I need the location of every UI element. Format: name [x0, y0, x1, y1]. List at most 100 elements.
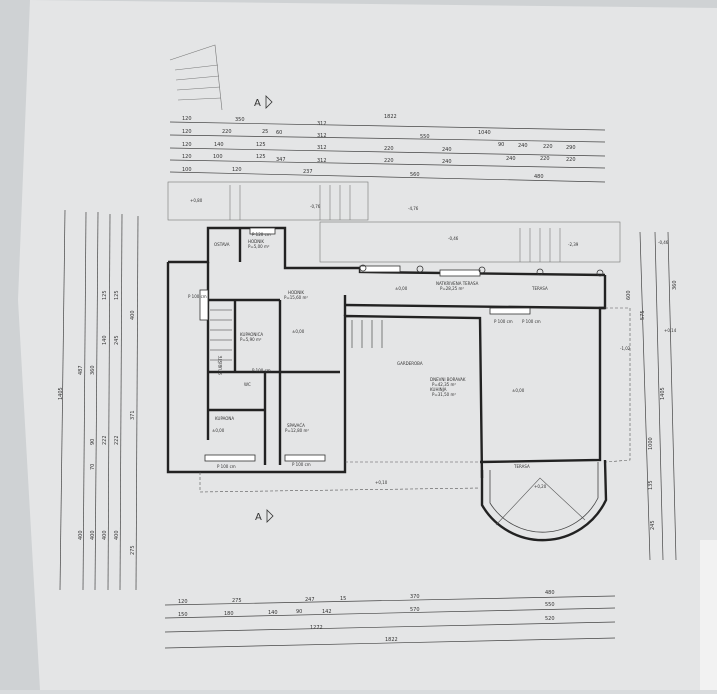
section-marker-bottom: A: [255, 509, 274, 523]
window-label-1: P 100 cm: [292, 462, 311, 467]
bottom-dim-r3-1: 520: [545, 616, 555, 622]
top-dim-r2-3: 60: [276, 130, 282, 136]
top-dim-r4-5: 220: [384, 158, 394, 164]
level-9: ±0,00: [212, 428, 225, 433]
room-terasa-covered-area: P=28,25 m²: [440, 286, 464, 291]
level-4: -2,39: [568, 242, 579, 247]
bottom-dim-r3-0: 1272: [310, 625, 323, 631]
level-11: +0,20: [534, 484, 547, 489]
left-dimension-lines: [59, 209, 139, 591]
bottom-dim-r2-5: 570: [410, 607, 420, 613]
right-dim-c2-0: 600: [626, 290, 632, 300]
bottom-dim-r1-3: 15: [340, 596, 346, 602]
level-12: +0,14: [664, 328, 677, 333]
room-stubiste-name: STUBIŠTE: [218, 355, 223, 375]
top-dim-r2-1: 220: [222, 129, 232, 135]
top-dim-r3-6: 90: [498, 142, 504, 148]
room-kupaona-name: KUPAONA: [215, 416, 234, 421]
room-terasa-covered-name: NATKRIVENA TERASA: [436, 281, 479, 286]
section-label-top: A: [254, 98, 261, 109]
bottom-dim-r1-2: 247: [305, 597, 315, 603]
top-dim-r4-7: 240: [506, 156, 516, 162]
left-dim-c1-0: 1405: [58, 387, 64, 400]
level-1: -0,76: [310, 204, 321, 209]
left-dim-c6-1: 371: [130, 410, 136, 420]
left-dim-c4-1: 140: [102, 335, 108, 345]
room-ostava-name: OSTAVA: [214, 242, 230, 247]
top-dim-r4-3: 347: [276, 157, 286, 163]
window-label-0: P 100 cm: [217, 464, 236, 469]
interior-stair: [210, 309, 383, 361]
bottom-dim-r2-4: 142: [322, 609, 332, 615]
columns: [359, 264, 604, 277]
window-label-3: P 100 cm: [522, 319, 541, 324]
top-dim-r4-6: 240: [442, 159, 452, 165]
top-dim-r5-1: 120: [232, 167, 242, 173]
level-3: -0,46: [448, 236, 459, 241]
left-dim-c4-2: 222: [102, 435, 108, 445]
bottom-dim-r2-6: 550: [545, 602, 555, 608]
top-dim-r4-2: 125: [256, 154, 266, 160]
left-dim-c5-0: 125: [114, 290, 120, 300]
room-kupaonica-area: P=5,90 m²: [240, 337, 262, 342]
top-dim-r3-1: 140: [214, 142, 224, 148]
level-10: +0,10: [375, 480, 388, 485]
right-dimension-lines: [639, 231, 677, 561]
bottom-dim-r2-2: 140: [268, 610, 278, 616]
room-hodnik-small-name: HODNIK: [248, 239, 264, 244]
semicircular-bay: [480, 459, 608, 542]
terrace-outline: [199, 307, 631, 493]
level-6: ±0,00: [395, 286, 408, 291]
left-dim-c5-3: 400: [114, 530, 120, 540]
top-dim-r1-1: 350: [235, 117, 245, 123]
bottom-dim-r1-1: 275: [232, 598, 242, 604]
top-dim-r3-8: 220: [543, 144, 553, 150]
window-label-2: P 100 cm: [494, 319, 513, 324]
top-dim-r1-3: 1822: [384, 114, 397, 120]
left-dim-c3-1: 360: [90, 365, 96, 375]
left-dimension-texts: 1405 487 400 70 360 90 400 125 140 222 4…: [58, 290, 136, 555]
bottom-dim-r1-0: 120: [178, 599, 188, 605]
section-arrow-top: [265, 95, 273, 109]
level-7: ±0,00: [292, 329, 305, 334]
window-label-5: P 100 cm: [188, 294, 207, 299]
left-dim-c4-0: 125: [102, 290, 108, 300]
top-dimension-texts: 120 350 312 1822 120 220 25 60 312 550 1…: [182, 114, 576, 180]
room-kuhinja-name: KUHINJA: [430, 387, 447, 392]
left-dim-c3-3: 400: [90, 530, 96, 540]
room-spavaca-name: SPAVAĆA: [287, 423, 305, 428]
room-wc-name: WC: [244, 382, 251, 387]
left-dim-c2-1: 400: [78, 530, 84, 540]
top-dim-r2-5: 550: [420, 134, 430, 140]
top-dim-r3-7: 240: [518, 143, 528, 149]
level-8: ±0,00: [512, 388, 525, 393]
room-garderoba-name: GARDEROBA: [397, 361, 423, 366]
top-dim-r3-2: 125: [256, 142, 266, 148]
room-kupaonica-name: KUPAONICA: [240, 332, 263, 337]
top-dim-r5-3: 560: [410, 172, 420, 178]
paper-sheet: [18, 0, 717, 690]
right-dim-c1-2: 1405: [660, 387, 666, 400]
room-terasa-bay-name: TERASA: [513, 464, 530, 469]
left-dim-c4-3: 400: [102, 530, 108, 540]
room-hodnik-small-area: P=5,00 m²: [248, 244, 270, 249]
top-dim-r4-0: 120: [182, 154, 192, 160]
window-label-6: P 100 cm: [252, 368, 271, 373]
room-dnevni-name: DNEVNI BORAVAK: [430, 377, 466, 382]
top-dim-r2-0: 120: [182, 129, 192, 135]
top-dimension-lines: [169, 121, 606, 183]
room-hodnik-name: HODNIK: [288, 290, 304, 295]
level-13: -1,02: [620, 346, 631, 351]
section-arrow-bottom: [266, 509, 274, 523]
left-dim-c6-0: 400: [130, 310, 136, 320]
bottom-dim-r4-0: 1822: [385, 637, 398, 643]
bottom-dim-r1-4: 370: [410, 594, 420, 600]
room-terasa-name: TERASA: [531, 286, 548, 291]
bottom-dim-r2-3: 90: [296, 609, 302, 615]
outdoor-stair-lines: [167, 44, 621, 263]
top-dim-r5-2: 237: [303, 169, 313, 175]
top-dim-r4-1: 100: [213, 154, 223, 160]
top-dim-r3-3: 312: [317, 145, 327, 151]
window-label-4: P 120 cm: [252, 232, 271, 237]
